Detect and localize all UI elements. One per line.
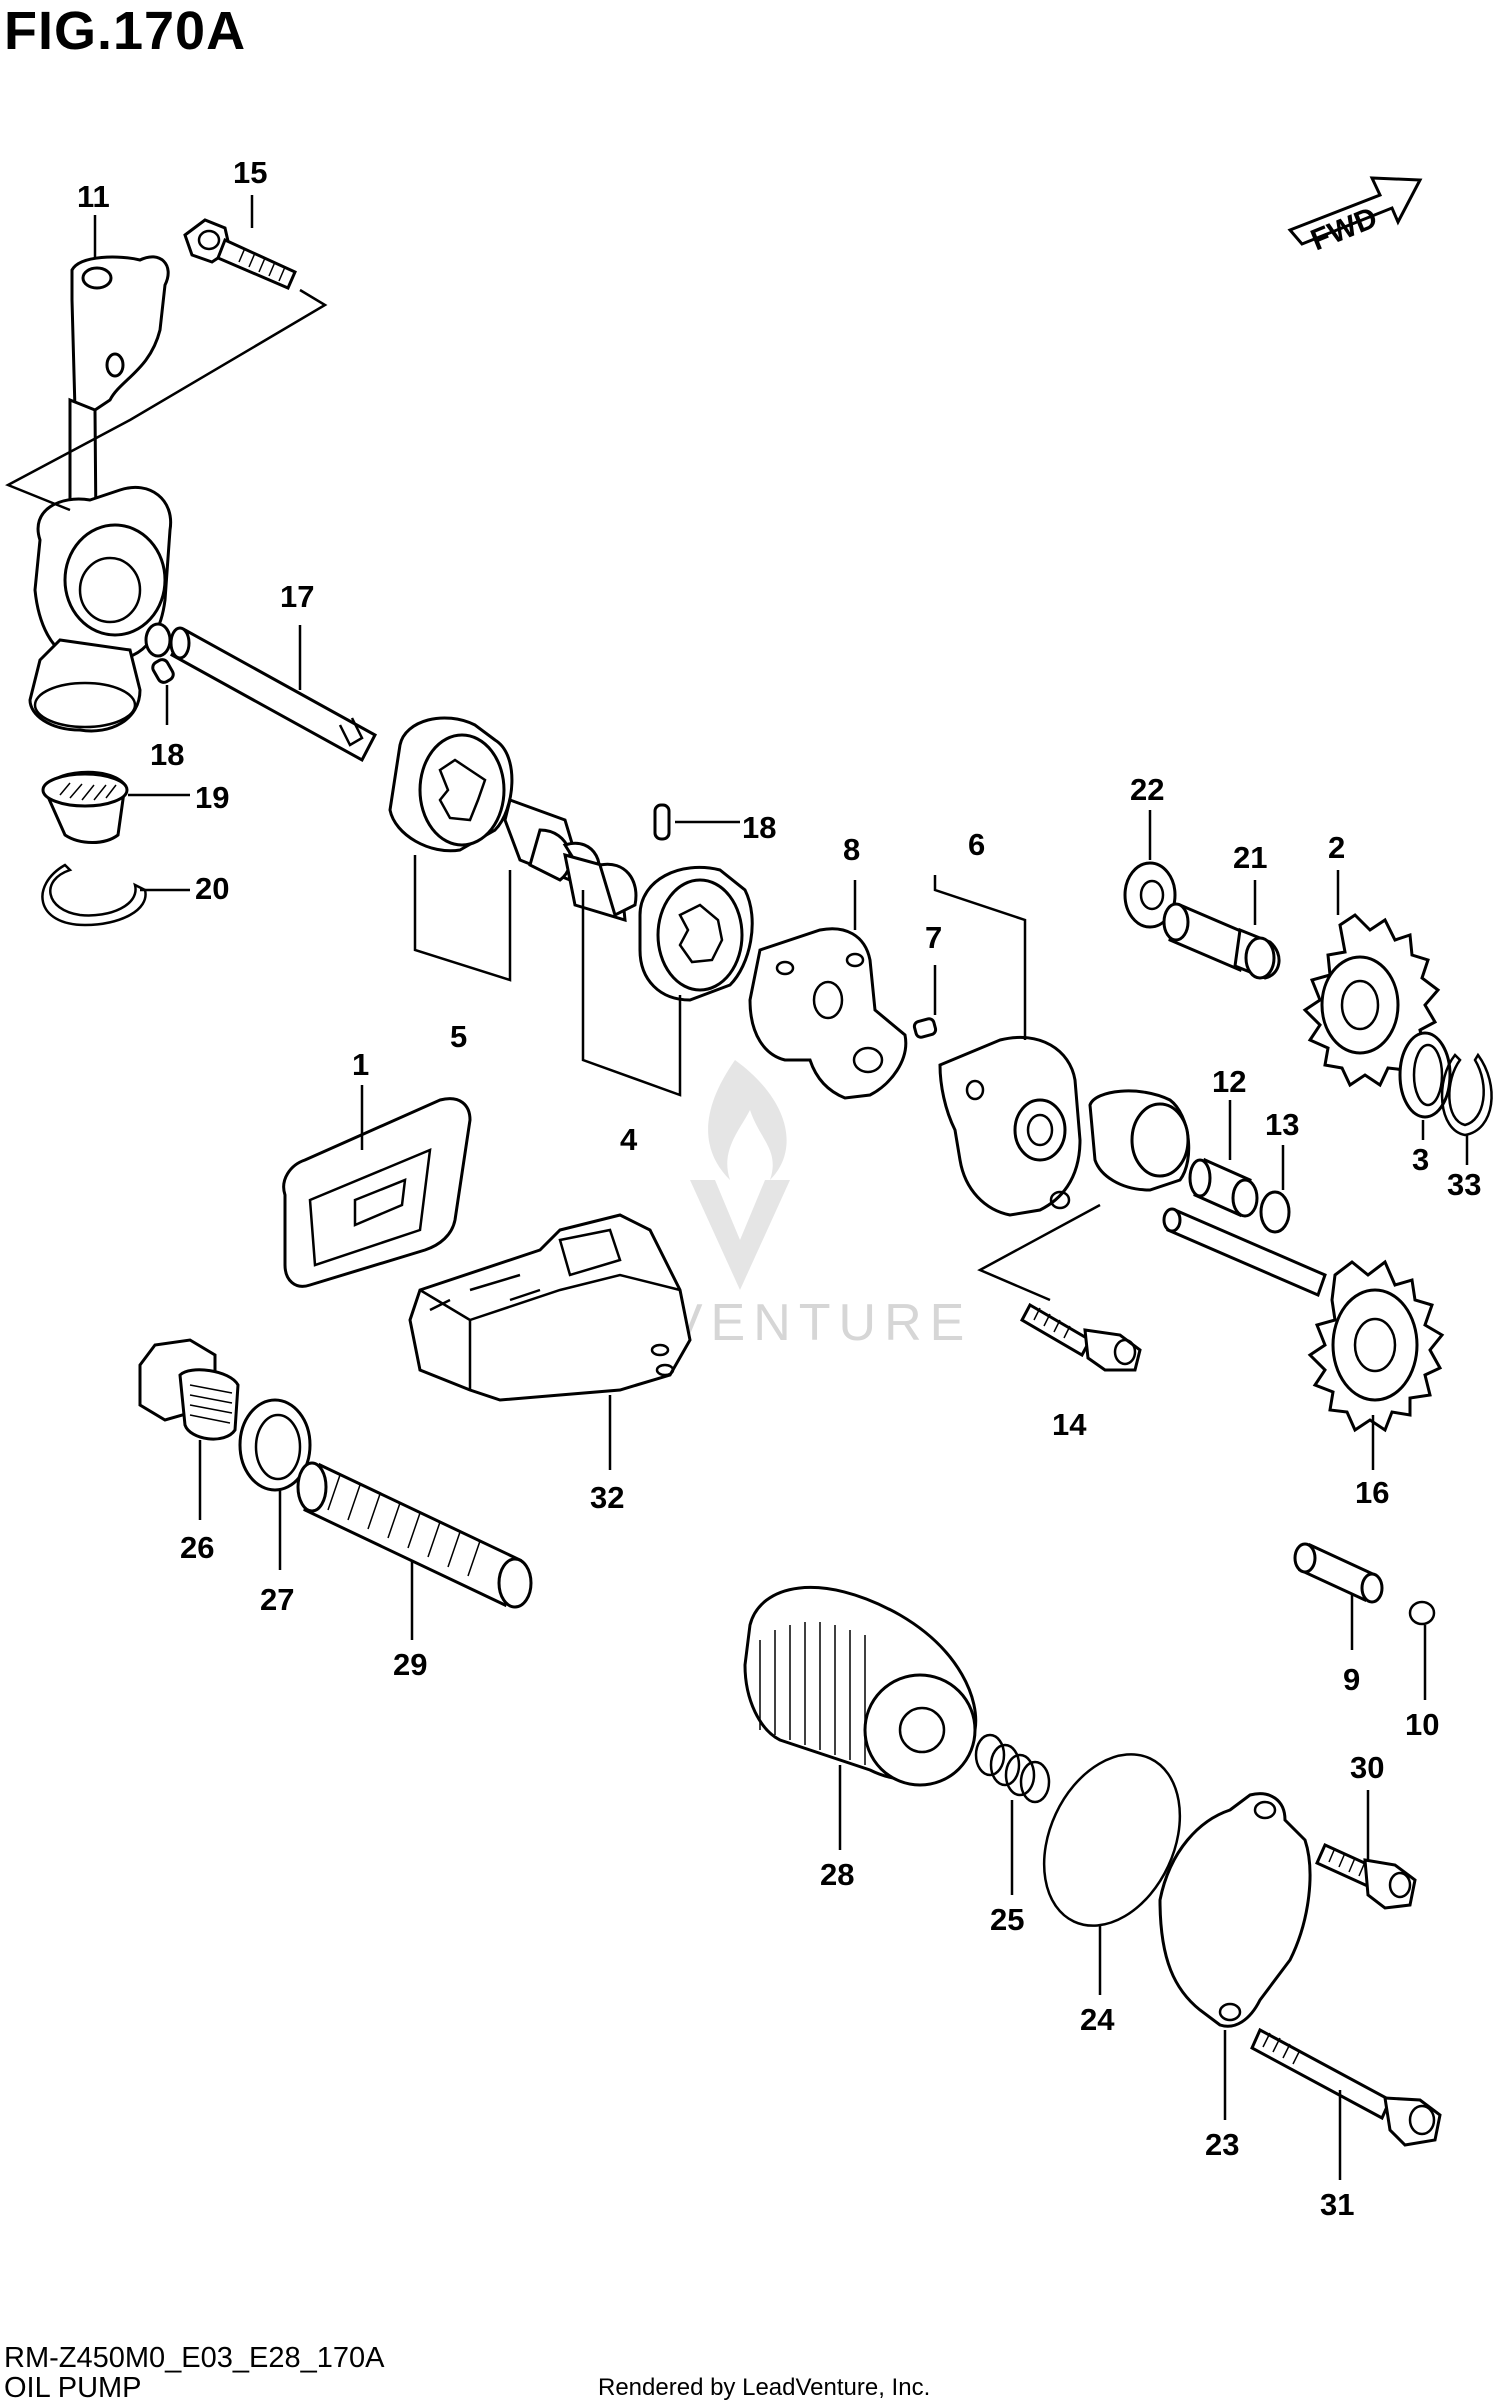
callout-30: 30 xyxy=(1350,1750,1384,1785)
callout-29: 29 xyxy=(393,1647,427,1682)
callout-3: 3 xyxy=(1412,1142,1429,1177)
callout-20: 20 xyxy=(195,871,229,906)
callouts: 11 15 17 18 19 20 18 8 6 7 5 4 22 21 2 3… xyxy=(77,155,1481,2222)
callout-32: 32 xyxy=(590,1480,624,1515)
drawing-code: RM-Z450M0_E03_E28_170A xyxy=(4,2342,385,2374)
callout-1: 1 xyxy=(352,1047,369,1082)
part-20-circlip xyxy=(41,863,147,927)
part-30-bolt xyxy=(1315,1843,1417,1910)
part-24-o-ring xyxy=(1042,1753,1182,1927)
callout-2: 2 xyxy=(1328,830,1345,865)
part-8-pump-plate xyxy=(748,927,908,1100)
fwd-arrow-icon: FWD xyxy=(1287,176,1423,257)
part-18-pin-b xyxy=(653,803,671,841)
credit-text: Rendered by LeadVenture, Inc. xyxy=(598,2374,931,2401)
part-9-jet xyxy=(1293,1542,1384,1604)
callout-26: 26 xyxy=(180,1530,214,1565)
callout-12: 12 xyxy=(1212,1064,1246,1099)
part-33-circlip xyxy=(1440,1052,1493,1137)
part-29-strainer xyxy=(296,1461,533,1609)
callout-11: 11 xyxy=(77,179,110,214)
part-26-drain-plug xyxy=(138,1338,240,1441)
part-17-shaft xyxy=(169,626,378,763)
callout-33: 33 xyxy=(1447,1167,1481,1202)
callout-21: 21 xyxy=(1233,840,1267,875)
callout-24: 24 xyxy=(1080,2002,1115,2037)
part-14-bolt xyxy=(1019,1302,1142,1372)
callout-5: 5 xyxy=(450,1019,467,1054)
part-2-gear xyxy=(1302,913,1441,1088)
part-7-pin xyxy=(912,1017,938,1039)
section-title: OIL PUMP xyxy=(4,2372,142,2404)
group-bracket-4 xyxy=(581,890,682,1097)
part-15-bolt xyxy=(183,218,297,290)
part-6-pump-housing xyxy=(938,1035,1191,1217)
part-22-washer xyxy=(1123,861,1177,929)
part-4-rotor-inner xyxy=(563,852,754,1002)
part-11-oil-pipe xyxy=(28,255,173,733)
callout-27: 27 xyxy=(260,1582,294,1617)
callout-6: 6 xyxy=(968,827,985,862)
callout-13: 13 xyxy=(1265,1107,1299,1142)
callout-18a: 18 xyxy=(150,737,184,772)
part-21-sleeve xyxy=(1162,902,1281,980)
callout-16: 16 xyxy=(1355,1475,1389,1510)
part-23-filter-cover xyxy=(1158,1792,1312,2028)
group-bracket-6 xyxy=(933,875,1027,1040)
callout-15: 15 xyxy=(233,155,267,190)
part-27-washer xyxy=(238,1398,312,1492)
part-13-o-ring xyxy=(1259,1190,1291,1234)
group-bracket-5 xyxy=(413,855,512,982)
callout-10: 10 xyxy=(1405,1707,1439,1742)
part-18-pin-a xyxy=(151,658,175,684)
callout-7: 7 xyxy=(925,920,942,955)
part-25-spring xyxy=(974,1733,1051,1804)
callout-8: 8 xyxy=(843,832,860,867)
part-19-screen xyxy=(41,770,129,844)
callout-28: 28 xyxy=(820,1857,854,1892)
callout-18b: 18 xyxy=(742,810,776,845)
part-1-gasket xyxy=(282,1097,472,1288)
callout-23: 23 xyxy=(1205,2127,1239,2162)
callout-31: 31 xyxy=(1320,2187,1354,2222)
callout-4: 4 xyxy=(620,1122,638,1157)
figure-title: FIG.170A xyxy=(4,1,247,61)
part-31-bolt xyxy=(1250,2027,1442,2147)
callout-14: 14 xyxy=(1052,1407,1087,1442)
callout-19: 19 xyxy=(195,780,229,815)
part-3-washer xyxy=(1398,1031,1452,1119)
part-10-o-ring xyxy=(1408,1600,1436,1626)
callout-25: 25 xyxy=(990,1902,1024,1937)
assembly-line-15 xyxy=(5,288,328,512)
assembly-line-14 xyxy=(977,1203,1101,1302)
callout-22: 22 xyxy=(1130,772,1164,807)
part-28-oil-filter xyxy=(743,1585,978,1787)
part-12-bush xyxy=(1188,1157,1259,1218)
part-16-shaft-gear xyxy=(1162,1207,1445,1433)
part-32-cover xyxy=(408,1213,692,1402)
callout-17: 17 xyxy=(280,579,314,614)
callout-9: 9 xyxy=(1343,1662,1360,1697)
